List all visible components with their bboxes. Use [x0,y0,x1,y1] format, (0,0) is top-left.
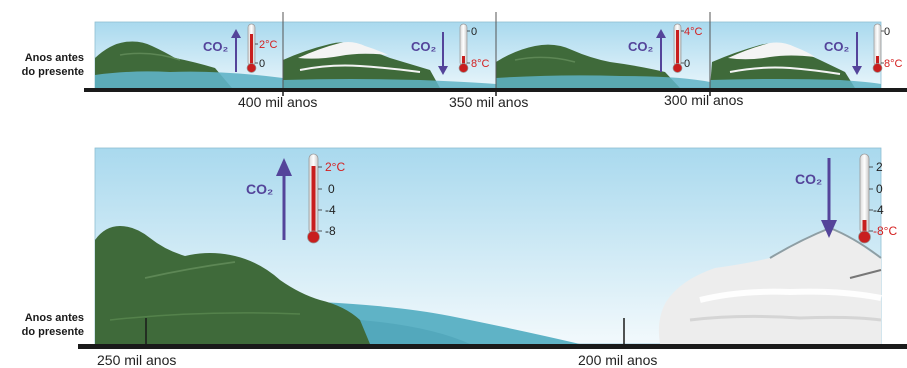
thermometer-icon [672,23,684,73]
thermo-label: 8°C [471,58,490,70]
co2-label: CO₂ [795,171,822,187]
axis-label-top: Anos antes do presente [2,51,84,79]
ice-mountain-icon [283,42,440,88]
thermo-label: 0 [684,58,690,70]
thermometer-icon [458,23,470,73]
co2-label: CO₂ [628,39,654,54]
thermo-label: 0 [876,182,883,196]
timeline-axis [78,344,907,349]
co2-label: CO₂ [411,39,437,54]
co2-arrow-down-icon [821,158,837,238]
thermo-label: 0 [259,58,265,70]
axis-label-bottom: Anos antes do presente [2,311,84,339]
tick-label: 250 mil anos [97,352,176,368]
axis-label-line1: Anos antes [24,312,84,324]
thermometer-icon [307,153,322,244]
axis-label-line2: do presente [21,66,84,78]
thermo-label: 0 [884,26,890,38]
ice-mountain-icon [710,42,855,88]
thermo-label: 2 [876,160,883,174]
thermometer-icon [246,23,258,73]
thermometer-icon [858,153,873,244]
thermo-label: 8°C [884,58,903,70]
thermometer-icon [872,23,884,73]
thermo-label: 2°C [259,39,278,51]
thermo-label: -8°C [873,224,897,238]
mountain-icon [95,226,370,344]
thermo-label: 2°C [325,160,345,174]
tick-label: 200 mil anos [578,352,657,368]
axis-label-line1: Anos antes [24,52,84,64]
co2-label: CO₂ [246,181,273,197]
co2-arrow-up-icon [231,29,241,72]
top-strip: CO₂ CO₂ CO₂ CO₂ 2°C 0 0 8°C [84,12,907,110]
tick-label: 300 mil anos [664,92,743,108]
tick-label: 400 mil anos [238,94,317,110]
co2-arrow-down-icon [852,32,862,75]
tick-label: 350 mil anos [449,94,528,110]
thermo-label: 0 [471,26,477,38]
co2-arrow-down-icon [438,32,448,75]
thermo-label: -8 [325,224,336,238]
co2-label: CO₂ [824,39,850,54]
co2-arrow-up-icon [276,158,292,240]
co2-label: CO₂ [203,39,229,54]
bottom-panel: CO₂ CO₂ 2°C 0 -4 -8 2 0 -4 -8°C 250 mil … [78,147,907,368]
thermo-label: -4 [325,203,336,217]
co2-arrow-up-icon [656,29,666,72]
thermo-label: 4°C [684,26,703,38]
thermo-label: -4 [873,203,884,217]
thermo-label: 0 [328,182,335,196]
axis-label-line2: do presente [21,326,84,338]
